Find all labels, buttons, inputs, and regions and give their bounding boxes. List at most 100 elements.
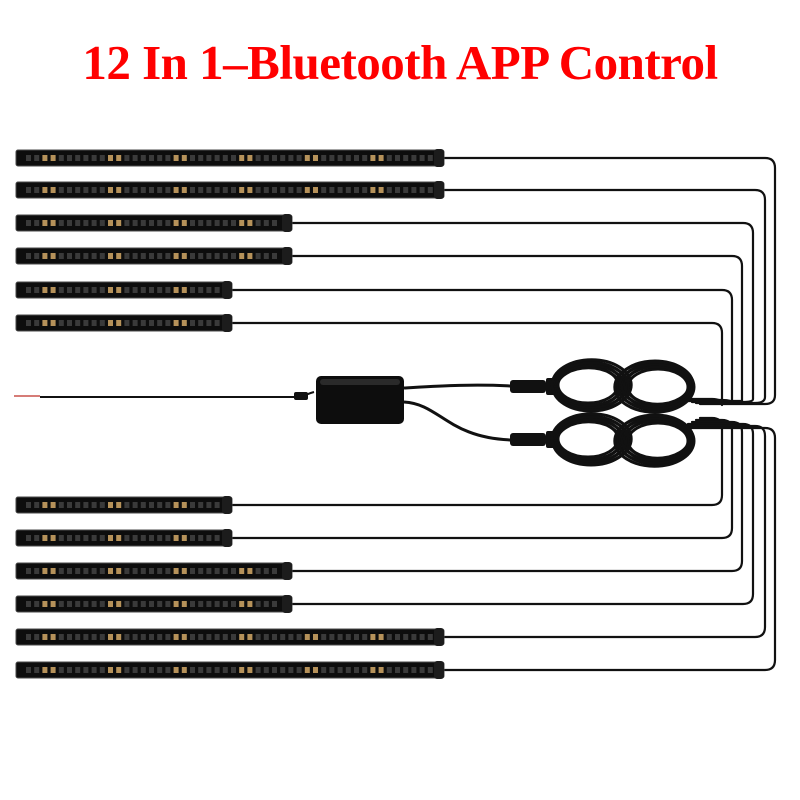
led-chip [190,535,195,541]
led-chip [362,187,368,193]
led-chip [198,287,204,293]
led-chip [288,634,294,640]
led-chip [395,155,400,161]
led-chip [116,287,122,293]
led-chip [198,568,204,574]
led-chip [91,220,97,226]
led-chip [272,220,277,226]
led-chip [108,220,113,226]
led-chip [42,535,48,541]
led-chip [34,320,40,326]
led-chip [34,667,40,673]
led-chip [157,568,163,574]
led-chip [214,601,220,607]
led-chip [91,601,97,607]
led-chip [370,187,376,193]
led-chip [26,568,31,574]
led-chip [165,568,171,574]
led-chip [91,155,97,161]
led-chip [280,187,286,193]
led-chip [206,601,212,607]
led-chip [329,155,335,161]
led-chip [116,187,122,193]
strip-wire [230,418,734,540]
led-chip [255,253,261,259]
led-chip [99,253,105,259]
led-chip [75,667,81,673]
led-chip [354,634,359,640]
led-chip [83,568,89,574]
power-lead [14,391,315,400]
led-chip [99,155,105,161]
led-chip [247,187,253,193]
led-chip [108,187,113,193]
led-chip [42,601,48,607]
coiled-cable [550,412,696,468]
led-chip [427,187,433,193]
led-chip [181,287,187,293]
led-chip [26,601,31,607]
led-chip [173,220,179,226]
led-chip [214,187,220,193]
led-chip [313,667,318,673]
led-chip [91,320,97,326]
led-chip [116,535,122,541]
led-chip [395,634,400,640]
led-chip [222,667,228,673]
led-chip [337,155,343,161]
led-chip [67,187,72,193]
led-chip [345,667,351,673]
led-chip [190,155,195,161]
led-chip [173,667,179,673]
led-chip [50,287,56,293]
led-chip [280,634,286,640]
led-chip [190,568,195,574]
led-chip [190,667,195,673]
led-chip [165,220,171,226]
led-chip [67,667,72,673]
led-chip [255,568,261,574]
strip-end-cap [282,247,292,265]
led-chip [206,253,212,259]
led-chip [149,634,154,640]
led-chip [411,667,417,673]
led-strip [15,247,293,265]
led-chip [198,667,204,673]
led-chip [263,155,269,161]
led-chip [58,220,64,226]
led-chip [214,253,220,259]
strip-end-cap [282,214,292,232]
led-chip [173,155,179,161]
led-chip [108,155,113,161]
led-chip [157,502,163,508]
led-chip [239,253,245,259]
led-chip [173,287,179,293]
led-chip [354,155,359,161]
led-chip [378,634,384,640]
led-chip [50,568,56,574]
coiled-cable [550,358,696,414]
led-chip [214,220,220,226]
led-chip [403,155,409,161]
led-chip [206,667,212,673]
led-chip [263,187,269,193]
led-chip [157,601,163,607]
led-chip [83,287,89,293]
led-chip [50,187,56,193]
led-chip [26,502,31,508]
led-chip [99,535,105,541]
led-chip [157,155,163,161]
led-chip [149,155,154,161]
strip-wire [442,426,777,672]
led-chip [149,502,154,508]
led-chip [157,320,163,326]
led-chip [83,253,89,259]
led-strip [15,628,445,646]
led-chip [99,601,105,607]
led-chip [75,220,81,226]
led-chip [370,667,376,673]
led-chip [157,535,163,541]
led-chip [165,187,171,193]
led-chip [140,667,146,673]
